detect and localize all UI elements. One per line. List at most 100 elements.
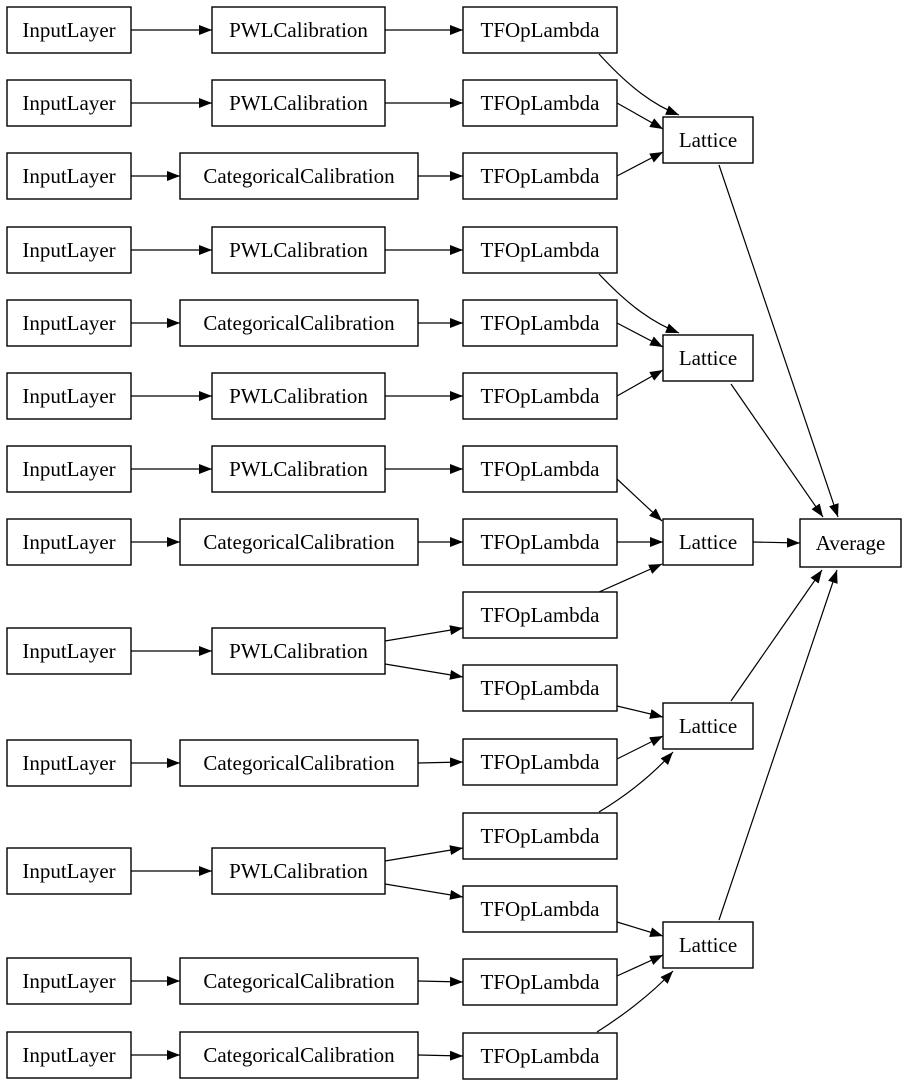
graph-node-in6: InputLayer (6, 372, 132, 420)
node-label-cal1: PWLCalibration (229, 18, 368, 42)
edge-tf10-lat4 (616, 705, 664, 719)
node-label-in13: InputLayer (22, 1043, 115, 1067)
node-box-cal2 (211, 79, 386, 127)
node-box-cal6 (211, 372, 386, 420)
graph-node-in8: InputLayer (6, 518, 132, 566)
edge-cal12-tf14 (417, 976, 464, 987)
node-label-lat4: Lattice (679, 714, 737, 738)
graph-node-tf13: TFOpLambda (462, 885, 618, 933)
node-label-in2: InputLayer (22, 91, 115, 115)
edge-lat2-avg (730, 383, 824, 518)
node-box-in4 (6, 226, 132, 274)
node-box-tf5 (462, 299, 618, 347)
node-label-tf6: TFOpLambda (481, 384, 601, 408)
graph-node-lat3: Lattice (662, 518, 754, 566)
node-label-in6: InputLayer (22, 384, 115, 408)
nodes-layer: InputLayerInputLayerInputLayerInputLayer… (6, 6, 902, 1080)
edge-tf15-lat5 (596, 970, 674, 1033)
node-label-avg: Average (816, 531, 886, 555)
node-box-in5 (6, 299, 132, 347)
node-box-tf4 (462, 226, 618, 274)
graph-node-lat4: Lattice (662, 702, 754, 750)
edge-tf9-lat3 (598, 563, 663, 593)
node-label-lat3: Lattice (679, 530, 737, 554)
node-label-cal12: CategoricalCalibration (203, 969, 395, 993)
node-box-tf14 (462, 958, 618, 1006)
node-box-avg (799, 518, 902, 568)
edge-tf2-lat1 (616, 102, 664, 130)
node-label-cal4: PWLCalibration (229, 238, 368, 262)
graph-node-in10: InputLayer (6, 739, 132, 787)
node-box-in1 (6, 6, 132, 54)
node-label-cal9: PWLCalibration (229, 639, 368, 663)
node-label-lat2: Lattice (679, 346, 737, 370)
node-label-tf14: TFOpLambda (481, 970, 601, 994)
graph-node-in3: InputLayer (6, 152, 132, 200)
node-label-tf12: TFOpLambda (481, 824, 601, 848)
node-label-tf8: TFOpLambda (481, 530, 601, 554)
node-box-cal12 (179, 957, 419, 1005)
graph-node-cal10: CategoricalCalibration (179, 739, 419, 787)
graph-node-tf4: TFOpLambda (462, 226, 618, 274)
node-box-in3 (6, 152, 132, 200)
node-box-cal10 (179, 739, 419, 787)
edge-lat3-avg (752, 537, 801, 548)
node-box-cal3 (179, 152, 419, 200)
node-label-lat5: Lattice (679, 933, 737, 957)
node-label-cal2: PWLCalibration (229, 91, 368, 115)
edge-tf6-lat2 (616, 369, 664, 397)
node-label-tf3: TFOpLambda (481, 164, 601, 188)
node-label-cal11: PWLCalibration (229, 859, 368, 883)
node-box-tf1 (462, 6, 618, 54)
graph-node-cal7: PWLCalibration (211, 445, 386, 493)
node-box-cal8 (179, 518, 419, 566)
graph-node-lat1: Lattice (662, 116, 754, 164)
node-box-tf11 (462, 738, 618, 786)
graph-node-tf9: TFOpLambda (462, 591, 618, 639)
graph-node-in11: InputLayer (6, 847, 132, 895)
node-box-in7 (6, 445, 132, 493)
graph-node-tf5: TFOpLambda (462, 299, 618, 347)
node-box-cal5 (179, 299, 419, 347)
node-box-cal7 (211, 445, 386, 493)
graph-node-in1: InputLayer (6, 6, 132, 54)
node-box-tf10 (462, 664, 618, 712)
edge-lat4-avg (730, 569, 823, 702)
graph-node-cal2: PWLCalibration (211, 79, 386, 127)
edge-tf1-lat1 (598, 53, 680, 116)
node-label-in10: InputLayer (22, 751, 115, 775)
edge-lat5-avg (718, 569, 838, 921)
graph-node-cal9: PWLCalibration (211, 627, 386, 675)
graph-node-cal8: CategoricalCalibration (179, 518, 419, 566)
graph-node-tf2: TFOpLambda (462, 79, 618, 127)
graph-node-in7: InputLayer (6, 445, 132, 493)
node-label-tf11: TFOpLambda (481, 750, 601, 774)
node-box-tf15 (462, 1032, 618, 1080)
edge-tf3-lat1 (616, 151, 664, 177)
node-label-tf4: TFOpLambda (481, 238, 601, 262)
edge-tf5-lat2 (616, 322, 664, 348)
edge-tf7-lat3 (616, 478, 663, 522)
node-label-tf7: TFOpLambda (481, 457, 601, 481)
graph-node-cal5: CategoricalCalibration (179, 299, 419, 347)
graph-node-tf7: TFOpLambda (462, 445, 618, 493)
node-box-tf12 (462, 812, 618, 860)
node-label-in9: InputLayer (22, 639, 115, 663)
node-label-tf5: TFOpLambda (481, 311, 601, 335)
graph-node-cal13: CategoricalCalibration (179, 1031, 419, 1079)
node-box-cal9 (211, 627, 386, 675)
edge-tf13-lat5 (616, 921, 664, 937)
node-box-in13 (6, 1031, 132, 1079)
node-label-in8: InputLayer (22, 530, 115, 554)
node-box-tf3 (462, 152, 618, 200)
graph-node-in2: InputLayer (6, 79, 132, 127)
node-label-in4: InputLayer (22, 238, 115, 262)
node-label-cal3: CategoricalCalibration (203, 164, 395, 188)
graph-node-cal6: PWLCalibration (211, 372, 386, 420)
graph-node-tf10: TFOpLambda (462, 664, 618, 712)
node-label-cal13: CategoricalCalibration (203, 1043, 395, 1067)
graph-node-lat5: Lattice (662, 921, 754, 969)
node-label-tf13: TFOpLambda (481, 897, 601, 921)
node-box-in11 (6, 847, 132, 895)
edge-cal13-tf15 (417, 1050, 464, 1061)
